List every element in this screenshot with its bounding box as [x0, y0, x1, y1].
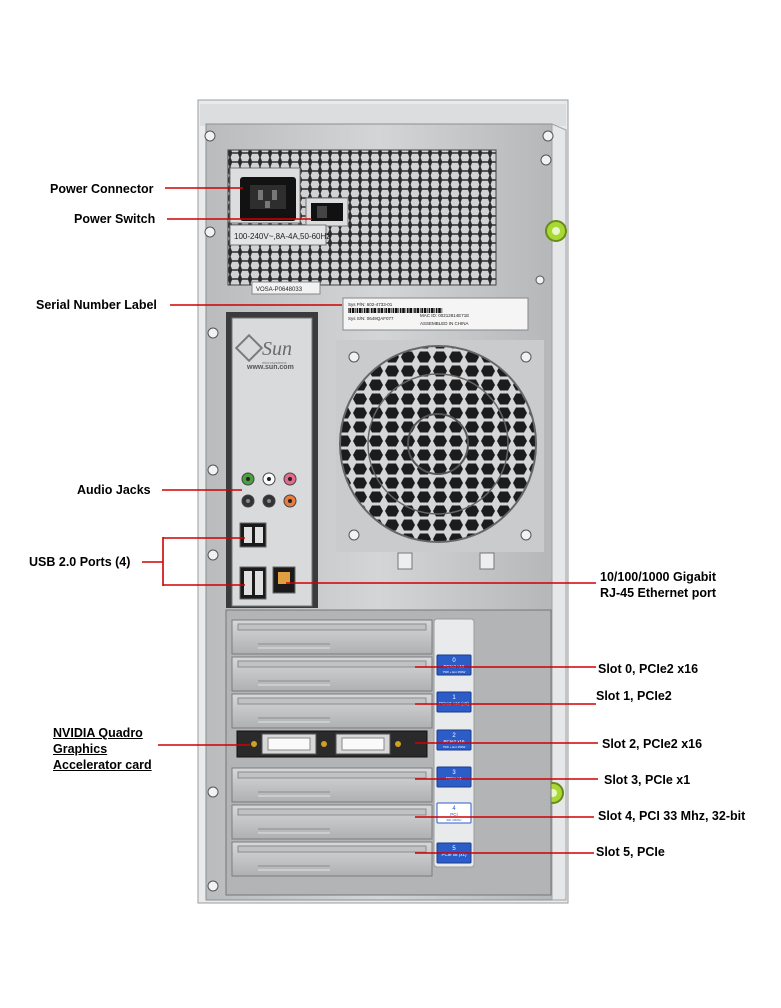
slot-badge-sub: 75W + Ext 150W — [443, 745, 466, 749]
slot0-label: Slot 0, PCIe2 x16 — [598, 662, 699, 676]
slot5-label: Slot 5, PCIe — [596, 845, 665, 859]
serial-label-line1: Sys P/N: 602-4733-01 — [348, 302, 393, 307]
slot-cover — [231, 656, 433, 692]
slot-badge-sub: 32b 33MHz — [446, 818, 462, 822]
serial-label-line3: MAC ID: 00212814E71E — [420, 313, 469, 318]
serial-label-line2: Sys S/N: 0649QAF077 — [348, 316, 394, 321]
slot-cover — [231, 693, 433, 729]
slot-badge-number: 0 — [452, 658, 456, 664]
slot-cover — [231, 804, 433, 840]
ethernet-label-line1: 10/100/1000 Gigabit — [600, 570, 717, 584]
sun-logo-mark — [234, 333, 264, 363]
slot-badge-number: 3 — [452, 770, 456, 776]
ethernet-label-line2: RJ-45 Ethernet port — [600, 586, 716, 600]
slot-badge-text: PCIe2 x16 — [443, 739, 465, 744]
serial-label-line4: ASSEMBLED IN CHINA — [420, 321, 469, 326]
psu-sticker-text: VOSA-P0648033 — [256, 287, 303, 293]
power-switch-label: Power Switch — [74, 212, 156, 226]
nvidia-label-line2: Graphics — [53, 742, 108, 756]
usb-ports-label: USB 2.0 Ports (4) — [29, 555, 131, 569]
nvidia-label-line1: NVIDIA Quadro — [53, 726, 143, 740]
slot-badge-text: PCI — [450, 812, 458, 817]
slot-cover — [231, 841, 433, 877]
nvidia-label-line3: Accelerator card — [53, 758, 152, 772]
sun-logo-text: Sun — [262, 338, 292, 360]
slot-badge-sub: 75W + Ext 150W — [443, 670, 466, 674]
power-connector-label: Power Connector — [50, 182, 154, 196]
slot-badge-number: 2 — [452, 733, 456, 739]
slot3-label: Slot 3, PCIe x1 — [604, 773, 691, 787]
slot1-label: Slot 1, PCIe2 — [596, 689, 672, 703]
slot-badge-text: PCIe x8 (x1) — [441, 852, 467, 857]
slot-cover — [231, 619, 433, 655]
slot-badge-number: 5 — [452, 846, 456, 852]
psu-rating-text: 100-240V~,8A-4A,50-60Hz — [234, 232, 330, 241]
slot-cover — [231, 767, 433, 803]
website-text: www.sun.com — [246, 364, 294, 371]
sun-tagline-text: microsystems — [262, 360, 286, 365]
serial-number-label-callout: Serial Number Label — [36, 298, 157, 312]
slot4-label: Slot 4, PCI 33 Mhz, 32-bit — [598, 809, 746, 823]
audio-jacks-label: Audio Jacks — [77, 483, 151, 497]
slot-badge-number: 1 — [452, 695, 456, 701]
slot2-label: Slot 2, PCIe2 x16 — [602, 737, 703, 751]
slot-badge-number: 4 — [452, 806, 456, 812]
